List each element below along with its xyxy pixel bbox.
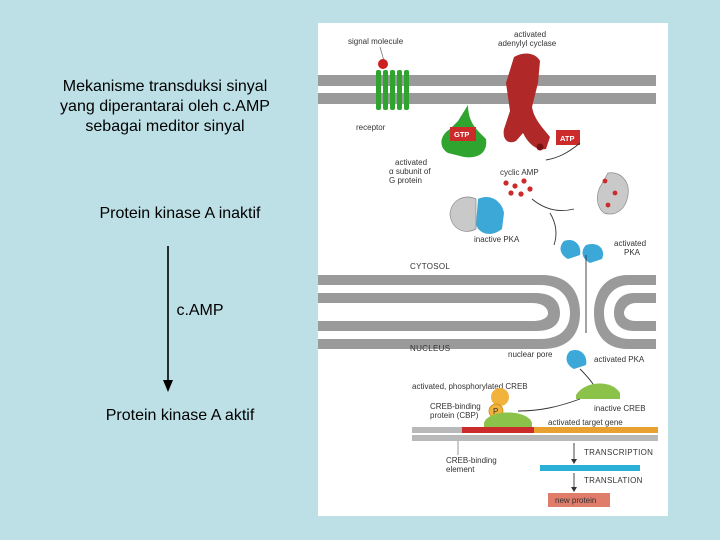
receptor-label: receptor: [356, 123, 386, 132]
receptor-helix-2: [383, 70, 388, 110]
camp-molecules: [503, 178, 533, 197]
signal-molecule-pointer: [379, 46, 385, 62]
mrna: [540, 465, 640, 471]
adenylyl-cyclase-label-1: activated: [514, 30, 546, 39]
activated-pka-label-1: activated: [614, 239, 646, 248]
nuclear-envelope-left-inner: [318, 293, 560, 331]
inactive-creb: [576, 383, 620, 399]
plasma-membrane-inner: [318, 93, 656, 104]
bound-camp: [605, 202, 611, 208]
camp-to-pka-arrow: [531, 198, 575, 211]
cyclic-amp-label: cyclic AMP: [500, 168, 539, 177]
plasma-membrane: [318, 75, 656, 104]
camp-molecule: [508, 190, 514, 196]
nuclear-envelope-right-inner: [614, 293, 656, 331]
inactive-pka-regulatory: [449, 196, 477, 232]
signal-molecule: [378, 59, 388, 69]
receptor-helix-3: [390, 70, 395, 110]
dna-left-segment: [412, 427, 462, 433]
new-protein-label: new protein: [555, 496, 596, 505]
bound-camp: [602, 178, 608, 184]
camp-molecule: [512, 183, 518, 189]
nuclear-envelope: [318, 275, 656, 349]
atp-to-camp-arrow: [545, 142, 581, 161]
inactive-creb-label: inactive CREB: [594, 404, 646, 413]
plasma-membrane-outer: [318, 75, 656, 86]
alpha-subunit-label-2: α subunit of: [389, 167, 431, 176]
adenylyl-cyclase-label-2: adenylyl cyclase: [498, 39, 557, 48]
camp-molecule: [503, 180, 509, 186]
atp-box: [556, 130, 580, 145]
cbp-label-2: protein (CBP): [430, 411, 479, 420]
alpha-subunit-label-3: G protein: [389, 176, 422, 185]
nuclear-envelope-right-outer: [594, 275, 656, 349]
camp-molecule: [527, 186, 533, 192]
regulatory-subunit-camp-bound: [597, 172, 629, 215]
pka-release-arrow: [549, 212, 557, 246]
alpha-subunit-label-1: activated: [395, 158, 427, 167]
adenylyl-cyclase: [503, 53, 550, 150]
translation-label: TRANSLATION: [584, 476, 643, 485]
nuclear-pore-label: nuclear pore: [508, 350, 553, 359]
receptor: [376, 70, 409, 110]
creb-element-label-1: CREB-binding: [446, 456, 497, 465]
atp-label: ATP: [560, 134, 574, 143]
activated-pka-cytosol: [560, 239, 604, 263]
pathway-arrow-head: [163, 380, 173, 392]
dna-lower-strand: [412, 435, 658, 441]
receptor-helix-5: [404, 70, 409, 110]
label-camp: c.AMP: [176, 302, 224, 319]
signal-molecule-label: signal molecule: [348, 37, 404, 46]
translation-arrow-head: [571, 487, 577, 492]
activated-pka-nucleus: [566, 349, 587, 369]
creb-activation-arrow: [517, 398, 581, 412]
inactive-pka-label: inactive PKA: [474, 235, 520, 244]
dna-strand: [412, 427, 658, 441]
activated-pka-catalytic-2: [582, 243, 604, 263]
activated-target-gene-label: activated target gene: [548, 418, 623, 427]
receptor-helix-4: [397, 70, 402, 110]
target-gene: [534, 427, 658, 433]
camp-signaling-figure: signal molecule receptor GTP activated α…: [318, 23, 668, 516]
transcription-label: TRANSCRIPTION: [584, 448, 653, 457]
bound-camp: [612, 190, 618, 196]
phosphate-label: P: [493, 407, 498, 416]
slide-title-line-1: Mekanisme transduksi sinyal: [62, 78, 268, 95]
slide-title-line-3: sebagai meditor sinyal: [85, 118, 245, 135]
activated-creb-label: activated, phosphorylated CREB: [412, 382, 528, 391]
cytosol-label: CYTOSOL: [410, 262, 450, 271]
slide-title: Mekanisme transduksi sinyal yang diperan…: [30, 77, 300, 137]
inactive-pka: [449, 196, 504, 234]
gtp-label: GTP: [454, 130, 469, 139]
activated-pka-nucleus-label: activated PKA: [594, 355, 645, 364]
slide-title-line-2: yang diperantarai oleh c.AMP: [60, 98, 270, 115]
cbp-protein: [491, 388, 509, 406]
activated-pka-label-2: PKA: [624, 248, 641, 257]
cyclase-active-site: [536, 143, 544, 151]
creb-element-label-2: element: [446, 465, 475, 474]
new-protein-box: [548, 493, 610, 507]
label-protein-kinase-a-active: Protein kinase A aktif: [105, 407, 255, 424]
transcription-arrow-head: [571, 459, 577, 464]
cbp-label-1: CREB-binding: [430, 402, 481, 411]
camp-molecule: [521, 178, 527, 184]
activated-pka-catalytic-1: [560, 239, 581, 259]
receptor-helix-1: [376, 70, 381, 110]
camp-molecule: [518, 191, 524, 197]
nucleus-label: NUCLEUS: [410, 344, 450, 353]
creb-binding-element: [462, 427, 534, 433]
nuclear-envelope-left-outer: [318, 275, 580, 349]
pathway-arrow: [163, 246, 173, 392]
label-protein-kinase-a-inactive: Protein kinase A inaktif: [99, 205, 261, 222]
gtp-box: [450, 127, 476, 141]
inactive-pka-catalytic: [476, 196, 504, 234]
activated-creb: [484, 412, 532, 427]
